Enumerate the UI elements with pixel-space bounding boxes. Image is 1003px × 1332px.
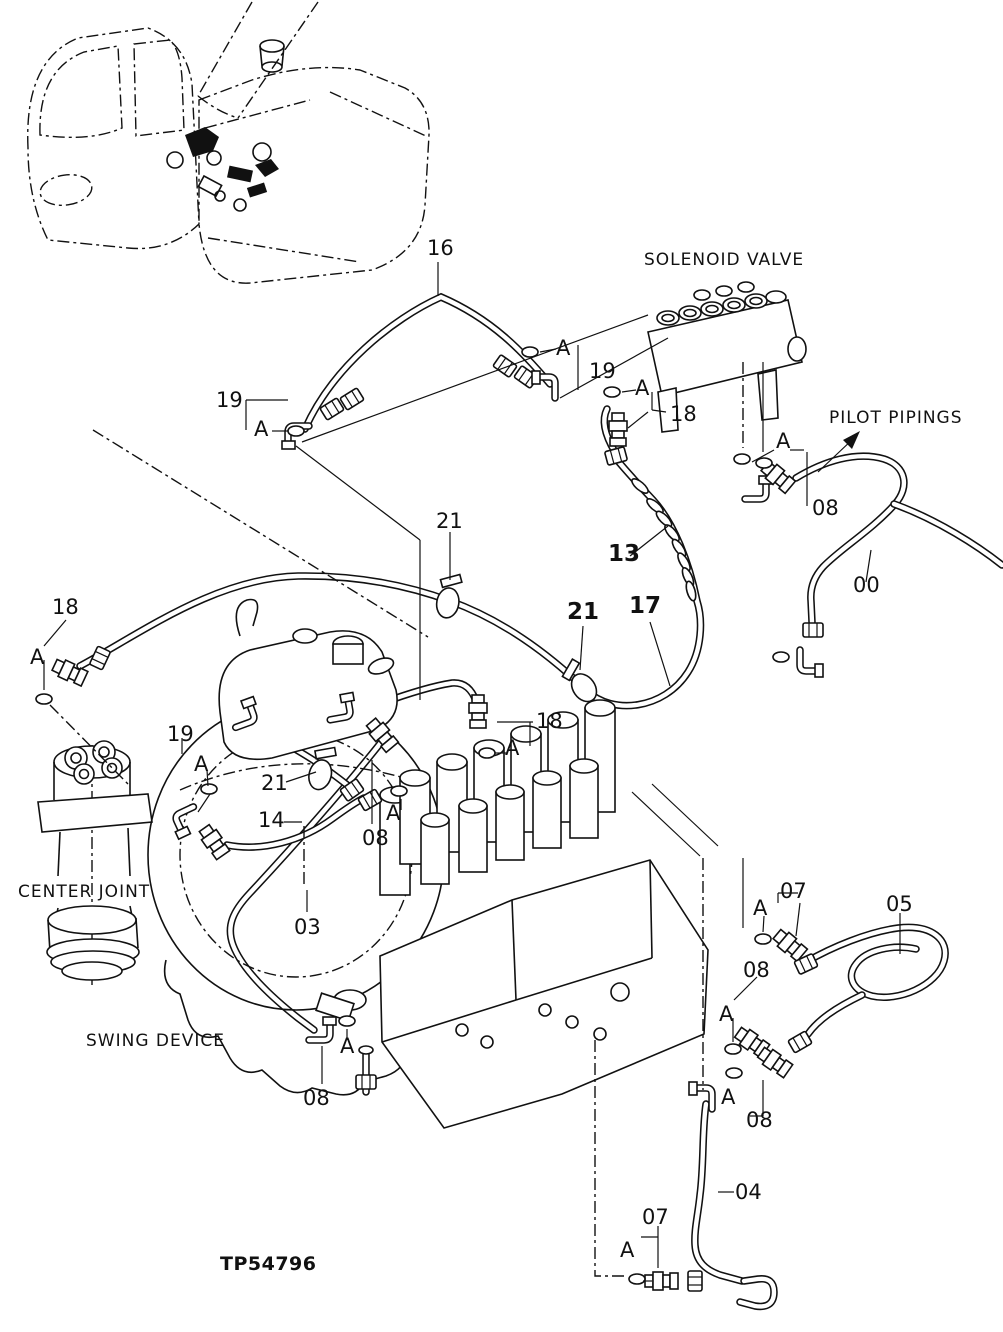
callout-08-4: 08: [743, 958, 770, 982]
hose-16: [301, 292, 554, 433]
callout-03: 03: [294, 915, 321, 939]
callout-13: 13: [608, 541, 641, 567]
ref-a-7: A: [194, 752, 209, 776]
ref-a-3: A: [635, 376, 650, 400]
callout-21-clamp-top: 21: [436, 509, 463, 533]
callout-16: 16: [427, 236, 454, 260]
callout-08-2: 08: [362, 826, 389, 850]
solenoid-stub-hose: [600, 405, 619, 456]
ref-a-11: A: [719, 1002, 734, 1026]
callout-07-right: 07: [780, 879, 807, 903]
callout-05: 05: [886, 892, 913, 916]
ref-a-4: A: [776, 429, 791, 453]
callout-07-bottom: 07: [642, 1205, 669, 1229]
phantom-pointer-lines: [49, 362, 744, 1277]
callout-19-left: 19: [216, 388, 243, 412]
callout-17: 17: [629, 593, 662, 619]
control-valve-drawing: [315, 699, 709, 1129]
ref-a-13: A: [620, 1238, 635, 1262]
pipe-05: [802, 923, 949, 1038]
solenoid-valve-drawing: [647, 281, 807, 433]
valve-spools: [379, 699, 616, 896]
ref-a-8: A: [386, 801, 401, 825]
callout-21-bold: 21: [567, 599, 600, 625]
callout-08-3: 08: [303, 1086, 330, 1110]
callout-19-mid: 19: [589, 359, 616, 383]
leader-lines: [43, 262, 901, 1282]
callout-08-1: 08: [812, 496, 839, 520]
callout-00: 00: [853, 573, 880, 597]
callout-19-swing: 19: [167, 722, 194, 746]
callout-14: 14: [258, 808, 285, 832]
ref-a-10: A: [753, 896, 768, 920]
center-joint-title: CENTER JOINT: [18, 882, 151, 902]
swing-device-title: SWING DEVICE: [86, 1031, 225, 1051]
callout-18-left: 18: [52, 595, 79, 619]
callout-18-valve: 18: [536, 709, 563, 733]
pipe-00: [792, 452, 1003, 626]
callout-04: 04: [735, 1180, 762, 1204]
excavator-overview-illustration: [27, 1, 430, 284]
pipe-04: [691, 1100, 778, 1311]
ref-a-9: A: [340, 1034, 355, 1058]
ref-a-2: A: [556, 336, 571, 360]
callout-08-5: 08: [746, 1108, 773, 1132]
drawing-number: TP54796: [220, 1253, 317, 1275]
ref-a-5: A: [505, 736, 520, 760]
ref-a-1: A: [254, 417, 269, 441]
callout-21-swing: 21: [261, 771, 288, 795]
ref-a-12: A: [721, 1085, 736, 1109]
center-joint-drawing: [37, 740, 153, 985]
pilot-pipings-arrowhead: [843, 431, 860, 449]
pilot-pipings-title: PILOT PIPINGS: [829, 408, 963, 428]
callout-18-solenoid: 18: [670, 402, 697, 426]
solenoid-valve-title: SOLENOID VALVE: [644, 250, 805, 270]
ref-a-6: A: [30, 645, 45, 669]
hose-14: [223, 794, 368, 851]
